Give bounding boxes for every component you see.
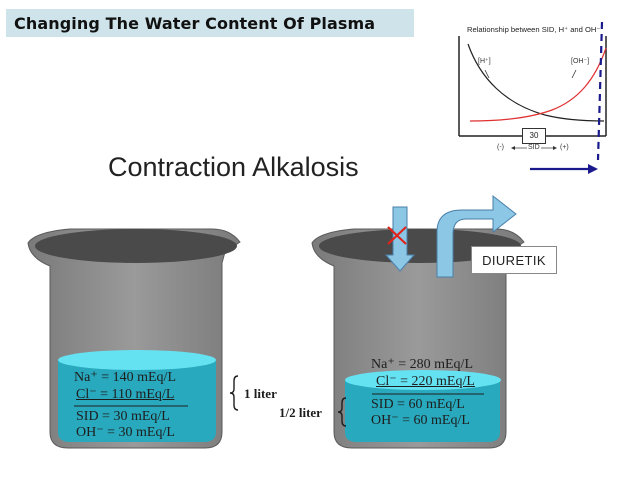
beaker-left-liquid bbox=[58, 360, 216, 442]
sid-label: SID bbox=[528, 144, 540, 151]
left-cl: Cl⁻ = 110 mEq/L bbox=[76, 387, 175, 402]
beaker-right-opening bbox=[319, 229, 521, 263]
left-oh: OH⁻ = 30 mEq/L bbox=[76, 425, 175, 440]
sid-right-arrowhead bbox=[553, 146, 557, 150]
beaker-right bbox=[311, 228, 525, 449]
left-volume: 1 liter bbox=[244, 386, 277, 401]
beaker-left-liquid-surface bbox=[58, 350, 216, 370]
slide-title: Changing The Water Content Of Plasma bbox=[14, 13, 376, 33]
diuretic-label: DIURETIK bbox=[471, 246, 557, 274]
right-oh: OH⁻ = 60 mEq/L bbox=[371, 413, 470, 428]
outflow-arrow bbox=[436, 194, 517, 278]
cross-icon-b bbox=[387, 226, 407, 245]
right-na: Na⁺ = 280 mEq/L bbox=[371, 357, 473, 372]
oh-curve bbox=[469, 47, 607, 122]
title-bar: Changing The Water Content Of Plasma bbox=[6, 9, 414, 37]
brace-left bbox=[229, 375, 239, 411]
shift-dashed-line bbox=[596, 21, 604, 161]
slide-subtitle: Contraction Alkalosis bbox=[108, 152, 359, 182]
beaker-left bbox=[27, 228, 241, 449]
left-sid: SID = 30 mEq/L bbox=[76, 409, 170, 424]
minus-label: (-) bbox=[497, 144, 504, 151]
beaker-right-liquid bbox=[345, 380, 500, 442]
left-na: Na⁺ = 140 mEq/L bbox=[74, 370, 176, 385]
oh-pointer bbox=[571, 69, 577, 79]
right-sid: SID = 60 mEq/L bbox=[371, 397, 465, 412]
h-label: [H⁺] bbox=[478, 58, 491, 65]
plus-label: (+) bbox=[560, 144, 569, 151]
inflow-arrow bbox=[384, 206, 416, 272]
right-volume: 1/2 liter bbox=[279, 405, 322, 420]
right-cl: Cl⁻ = 220 mEq/L bbox=[376, 374, 475, 389]
beaker-right-liquid-surface bbox=[345, 370, 501, 390]
sid-value-box: 30 bbox=[522, 128, 546, 144]
h-curve bbox=[467, 43, 605, 122]
shift-arrowhead bbox=[588, 164, 598, 174]
mini-chart-title: Relationship between SID, H⁺ and OH⁻ bbox=[467, 25, 601, 34]
h-pointer bbox=[484, 69, 490, 79]
brace-right bbox=[337, 397, 347, 427]
beaker-left-opening bbox=[35, 229, 237, 263]
oh-label: [OH⁻] bbox=[571, 58, 590, 65]
sid-left-arrowhead bbox=[511, 146, 515, 150]
mini-chart bbox=[458, 21, 607, 174]
